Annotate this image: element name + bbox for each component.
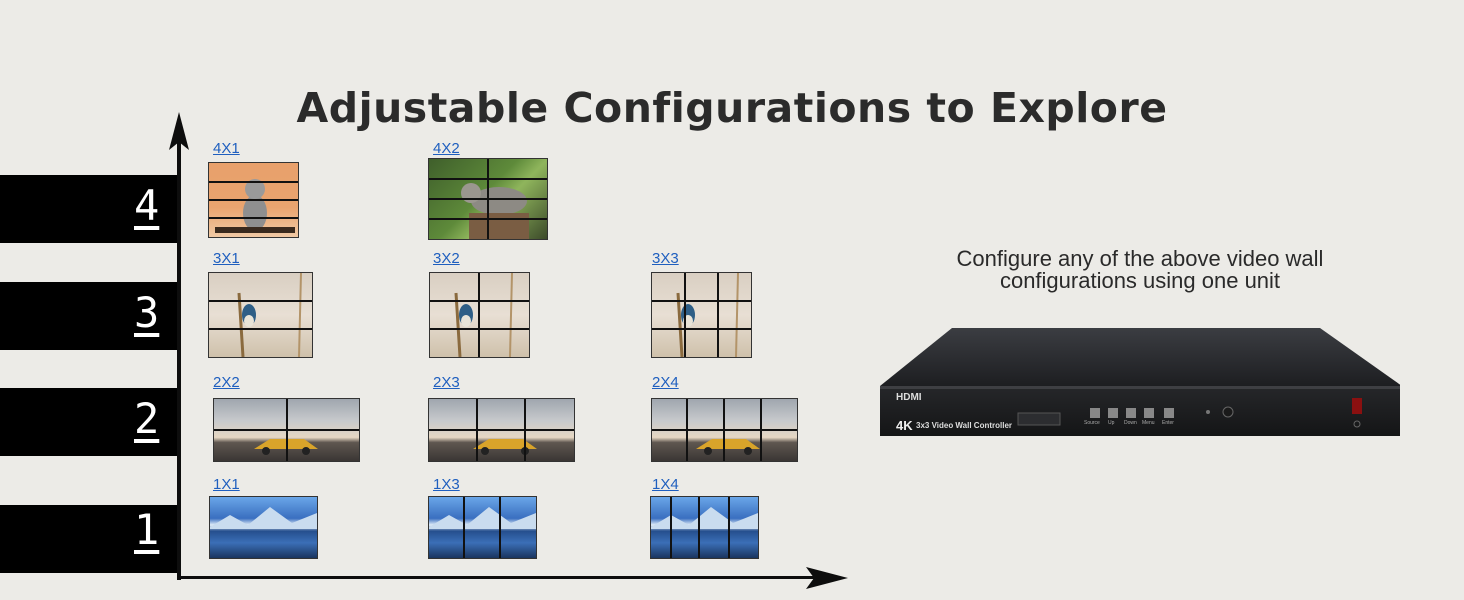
row-number-4: 4 (134, 181, 160, 230)
config-label-4x2: 4X2 (433, 140, 460, 157)
x-axis-line (180, 576, 820, 579)
device-button-label-up: Up (1108, 420, 1115, 426)
row-number-2: 2 (134, 394, 160, 443)
config-label-1x3: 1X3 (433, 476, 460, 493)
config-preview-1x4 (650, 496, 759, 559)
config-label-1x4: 1X4 (652, 476, 679, 493)
row-number-1: 1 (134, 505, 160, 554)
device-chassis (880, 328, 1402, 436)
row-band-3 (0, 282, 180, 350)
row-band-1 (0, 505, 180, 573)
device-button-label-source: Source (1084, 420, 1100, 426)
device-brand-logo: HDMI (896, 392, 922, 403)
row-number-3: 3 (134, 288, 160, 337)
device-button-label-enter: Enter (1162, 420, 1174, 426)
y-axis-arrow-icon (169, 112, 189, 150)
video-wall-controller-device: HDMI 4K 3x3 Video Wall Controller Source… (880, 328, 1402, 436)
car-image-icon (473, 439, 537, 455)
config-label-2x3: 2X3 (433, 374, 460, 391)
row-band-4 (0, 175, 180, 243)
device-button-label-menu: Menu (1142, 420, 1155, 426)
config-preview-3x3 (651, 272, 752, 358)
config-label-3x1: 3X1 (213, 250, 240, 267)
config-preview-2x3 (428, 398, 575, 462)
x-axis-arrow-icon (806, 567, 848, 589)
config-label-3x3: 3X3 (652, 250, 679, 267)
y-axis-line (177, 130, 181, 580)
config-preview-2x4 (651, 398, 798, 462)
config-preview-1x3 (428, 496, 537, 559)
config-label-4x1: 4X1 (213, 140, 240, 157)
mountain-lake-image-icon (429, 507, 536, 529)
config-preview-3x2 (429, 272, 530, 358)
cat-image-icon (215, 179, 295, 233)
config-label-1x1: 1X1 (213, 476, 240, 493)
bird-image-icon (454, 273, 513, 357)
config-label-2x2: 2X2 (213, 374, 240, 391)
config-preview-2x2 (213, 398, 360, 462)
cat-image-icon (461, 183, 529, 239)
config-preview-3x1 (208, 272, 313, 358)
bird-image-icon (676, 273, 739, 357)
device-button-label-down: Down (1124, 420, 1137, 426)
page-title: Adjustable Configurations to Explore (296, 84, 1168, 132)
subtitle-line-2: configurations using one unit (999, 268, 1281, 293)
device-model-label: 4K (896, 418, 913, 433)
car-image-icon (696, 439, 760, 455)
config-label-3x2: 3X2 (433, 250, 460, 267)
subtitle-line-1: Configure any of the above video wall (956, 246, 1324, 271)
config-preview-1x1 (209, 496, 318, 559)
device-model-text: 3x3 Video Wall Controller (916, 421, 1013, 430)
config-preview-4x1 (208, 162, 299, 238)
row-band-2 (0, 388, 180, 456)
mountain-lake-image-icon (651, 507, 758, 529)
config-label-2x4: 2X4 (652, 374, 679, 391)
bird-image-icon (237, 273, 302, 357)
config-preview-4x2 (428, 158, 548, 240)
mountain-lake-image-icon (210, 507, 317, 529)
